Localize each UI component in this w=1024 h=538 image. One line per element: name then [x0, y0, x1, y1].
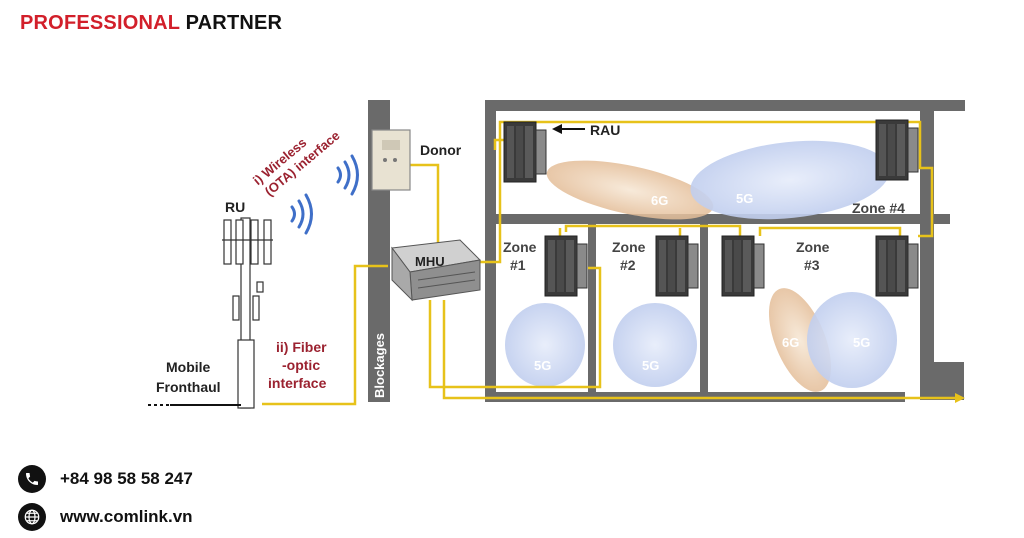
wireless-waves: [290, 154, 359, 235]
label-mhu: MHU: [415, 254, 445, 269]
beam-z2-5g: [613, 303, 697, 387]
website-url: www.comlink.vn: [60, 507, 193, 526]
label-ru: RU: [225, 199, 245, 215]
beam-patterns: [505, 140, 897, 392]
rau-zone1: [544, 235, 588, 297]
label-donor: Donor: [420, 142, 462, 158]
label-mobile: Mobile: [166, 359, 211, 375]
label-beam-z2-5g: 5G: [642, 358, 659, 373]
header-title: PROFESSIONAL PARTNER: [20, 12, 282, 35]
rau-zone2: [655, 235, 699, 297]
beam-z1-5g: [505, 303, 585, 387]
rau-top-right: [875, 119, 919, 181]
label-zone1-b: #1: [510, 257, 526, 273]
label-beam-top-6g: 6G: [651, 193, 668, 208]
label-fiber-line3: interface: [268, 375, 327, 391]
globe-icon: [18, 503, 46, 531]
label-beam-z1-5g: 5G: [534, 358, 551, 373]
fiber-lines: [262, 120, 955, 406]
donor-unit: [371, 129, 411, 191]
label-fiber-line1: ii) Fiber: [276, 339, 327, 355]
rau-zone3-right: [875, 235, 919, 297]
beam-top-5g: [690, 140, 890, 220]
phone-number: +84 98 58 58 247: [60, 469, 193, 488]
contact-website[interactable]: www.comlink.vn: [18, 503, 193, 531]
label-zone3-a: Zone: [796, 239, 830, 255]
label-beam-top-5g: 5G: [736, 191, 753, 206]
label-zone3-b: #3: [804, 257, 820, 273]
contact-phone[interactable]: +84 98 58 58 247: [18, 465, 193, 493]
fiber-arrow-head: [955, 393, 965, 403]
label-blockages: Blockages: [372, 333, 387, 398]
label-fiber-line2: -optic: [282, 357, 320, 373]
mhu-unit: [391, 239, 482, 302]
label-zone2-a: Zone: [612, 239, 646, 255]
ru-tower: [222, 217, 273, 409]
label-fronthaul: Fronthaul: [156, 379, 221, 395]
label-zone2-b: #2: [620, 257, 636, 273]
header-word-professional: PROFESSIONAL: [20, 12, 180, 34]
rau-arrow: [552, 124, 585, 134]
label-beam-z3-6g: 6G: [782, 335, 799, 350]
beam-top-6g: [546, 160, 714, 220]
label-zone1-a: Zone: [503, 239, 537, 255]
header-word-partner: PARTNER: [185, 12, 283, 34]
label-rau: RAU: [590, 122, 620, 138]
beam-z3-5g: [807, 292, 897, 388]
label-beam-z3-5g: 5G: [853, 335, 870, 350]
rau-top-left: [503, 121, 547, 183]
label-zone4: Zone #4: [852, 200, 905, 216]
wireless-interface-label: i) Wireless (OTA) interface: [250, 128, 343, 199]
phone-icon: [18, 465, 46, 493]
rau-zone3-left: [721, 235, 765, 297]
